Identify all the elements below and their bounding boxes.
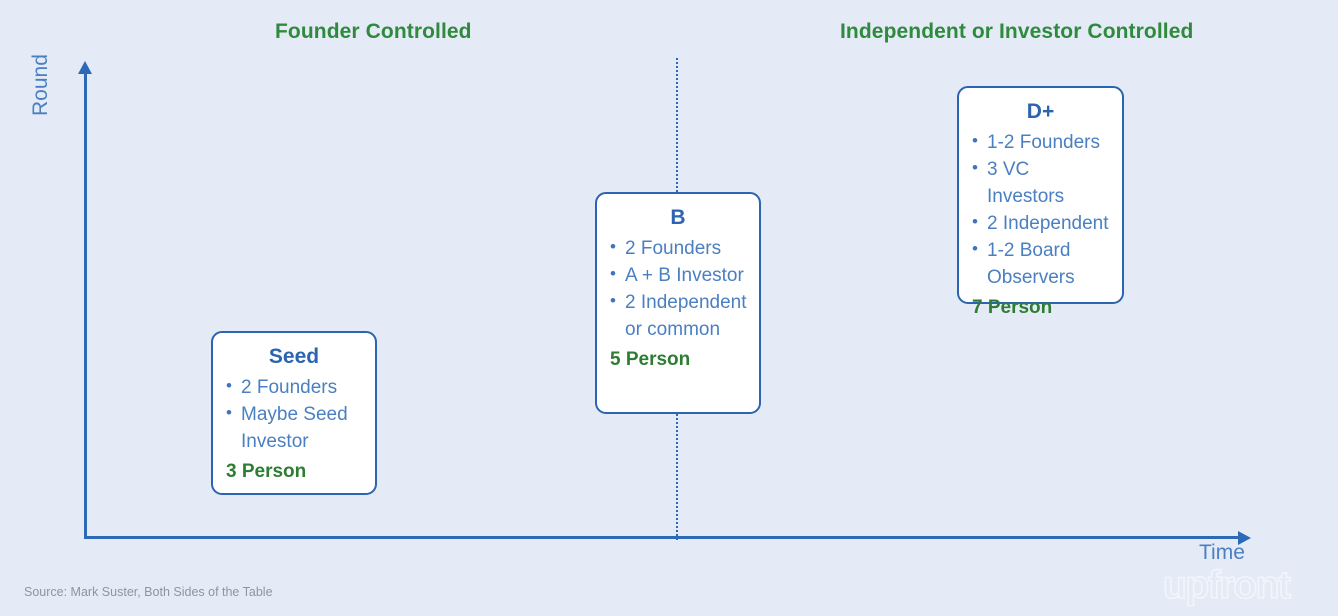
list-item: 1-2 Board Observers <box>971 237 1110 292</box>
stage-box-title: B <box>670 206 686 229</box>
stage-box-title: Seed <box>268 345 320 368</box>
stage-box-total: 3 Person <box>226 461 307 483</box>
stage-box-list: 1-2 Founders 3 VC Investors 2 Independen… <box>971 129 1110 292</box>
stage-box-list: 2 Founders Maybe Seed Investor <box>225 374 363 456</box>
y-axis-label-text: Round <box>29 54 52 116</box>
stage-box-total: 7 Person <box>972 296 1053 318</box>
list-item: 1-2 Founders <box>971 129 1110 157</box>
y-axis-arrow-icon <box>78 61 92 74</box>
stage-box-list: 2 Founders A + B Investor 2 Independent … <box>609 235 747 344</box>
list-item: 3 VC Investors <box>971 156 1110 211</box>
x-axis-arrow-icon <box>1238 531 1251 545</box>
list-item: 2 Independent <box>971 210 1110 238</box>
stage-box-title: D+ <box>1026 100 1055 123</box>
y-axis-line <box>84 72 87 539</box>
section-header-founder-controlled: Founder Controlled <box>275 20 472 43</box>
stage-box-total: 5 Person <box>610 349 691 371</box>
x-axis-line <box>84 536 1242 539</box>
stage-box-seed: Seed 2 Founders Maybe Seed Investor 3 Pe… <box>211 331 377 495</box>
stage-box-d-plus: D+ 1-2 Founders 3 VC Investors 2 Indepen… <box>957 86 1124 318</box>
list-item: 2 Independent or common <box>609 289 747 344</box>
x-axis-label: Time <box>1199 541 1245 564</box>
source-attribution: Source: Mark Suster, Both Sides of the T… <box>24 585 273 599</box>
stage-box-b: B 2 Founders A + B Investor 2 Independen… <box>595 192 761 414</box>
section-header-investor-controlled: Independent or Investor Controlled <box>840 20 1194 43</box>
y-axis-label: Round <box>0 0 52 116</box>
list-item: A + B Investor <box>609 262 747 290</box>
list-item: 2 Founders <box>609 235 747 263</box>
upfront-logo: upfront <box>1162 564 1292 607</box>
list-item: 2 Founders <box>225 374 363 402</box>
list-item: Maybe Seed Investor <box>225 401 363 456</box>
